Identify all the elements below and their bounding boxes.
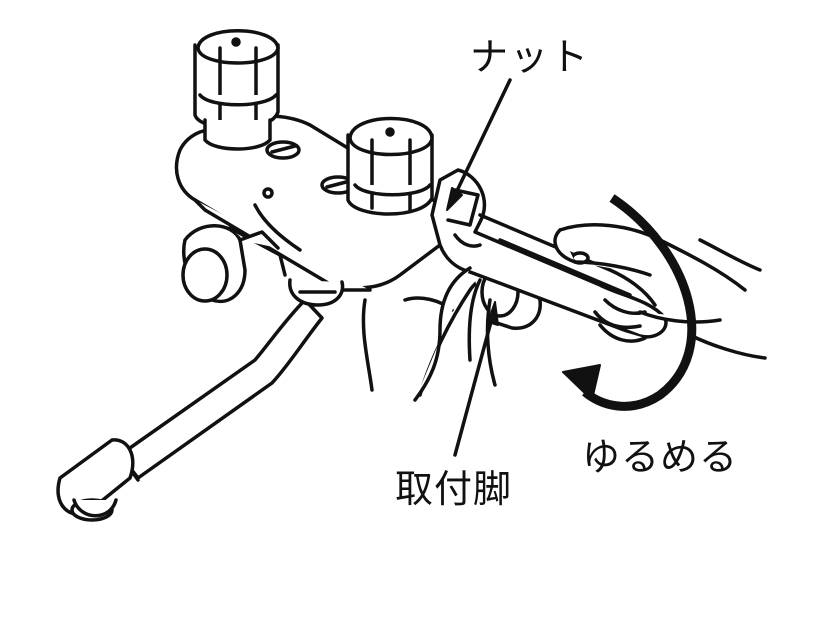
hand-front bbox=[553, 223, 767, 360]
foot-leader-arrowhead bbox=[487, 301, 499, 326]
left-handle-cap bbox=[193, 29, 280, 151]
foot-leader-line bbox=[453, 316, 494, 457]
loosen-label: ゆるめる bbox=[582, 435, 739, 479]
nut-label: ナット bbox=[470, 35, 591, 79]
faucet-body bbox=[174, 114, 452, 307]
right-handle-cap bbox=[346, 116, 434, 216]
nut-leader-line bbox=[453, 78, 512, 197]
loosen-rotation-arrow bbox=[562, 194, 697, 411]
spout-pipe bbox=[56, 298, 324, 522]
nut-leader-arrowhead bbox=[446, 187, 463, 211]
mounting-foot-label: 取付脚 bbox=[395, 467, 513, 511]
